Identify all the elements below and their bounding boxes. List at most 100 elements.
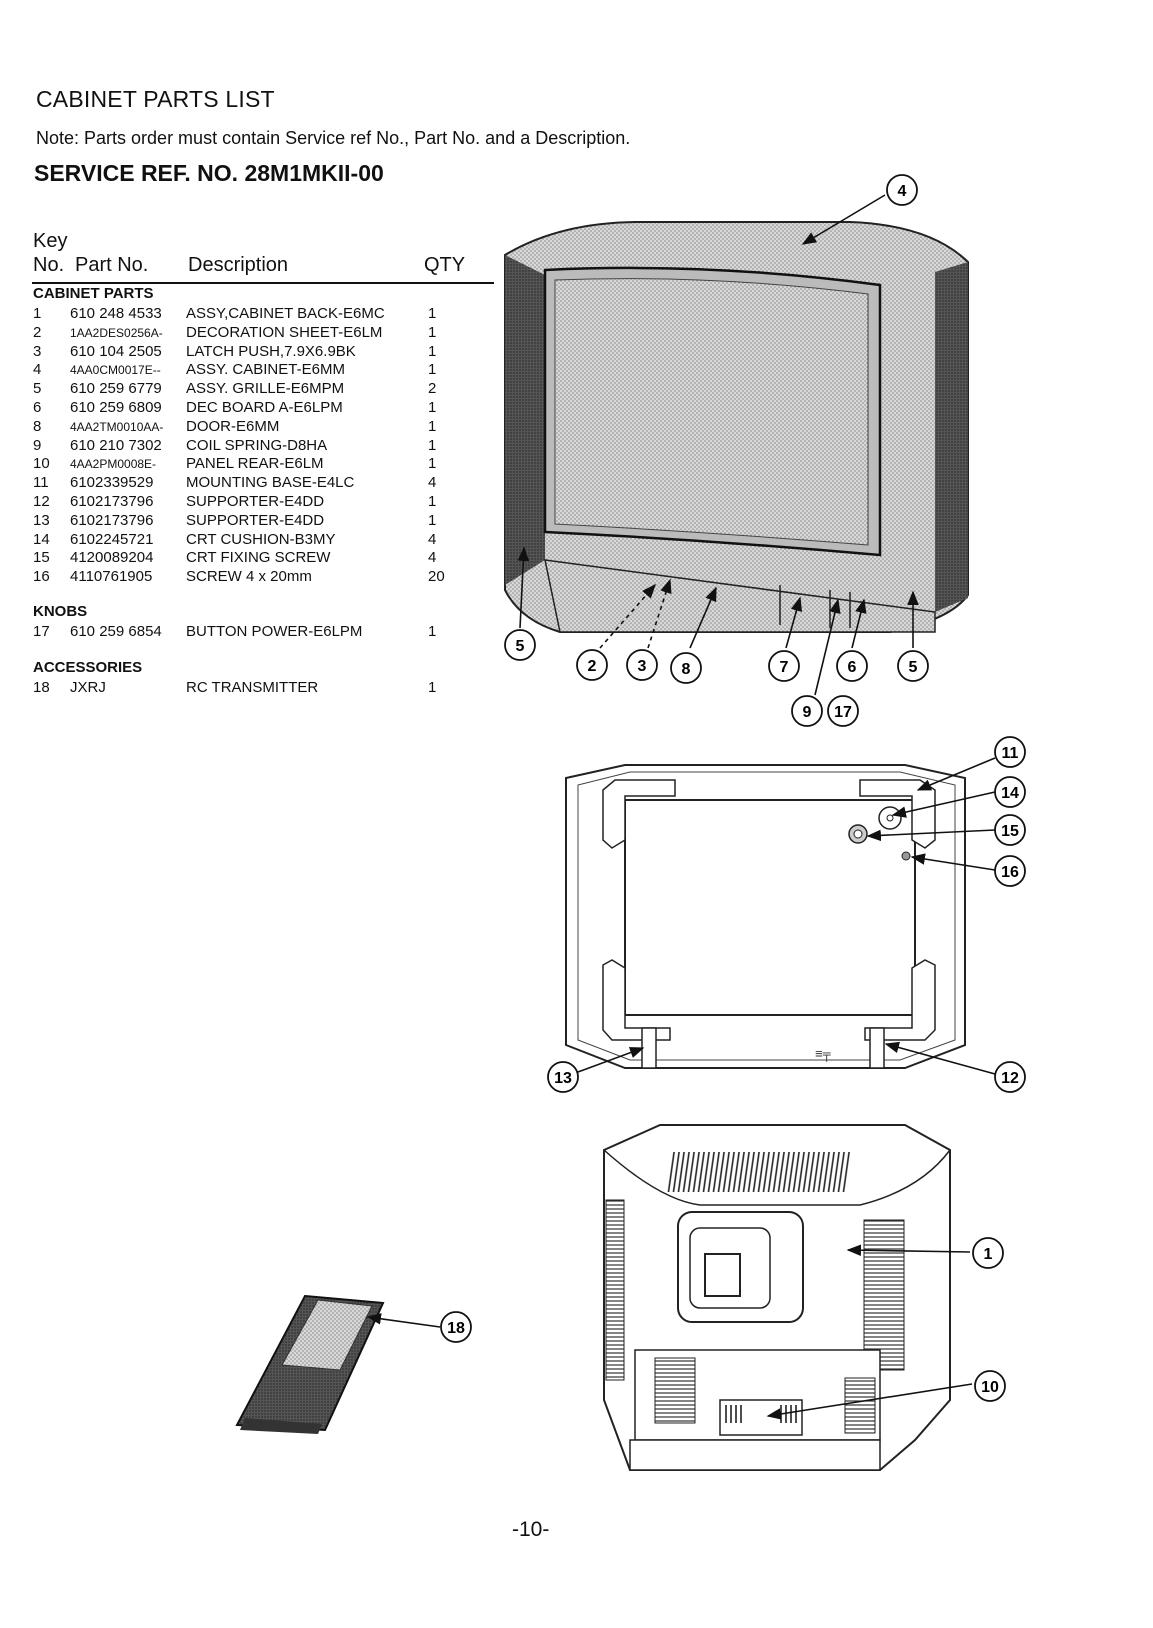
part-key: 10	[33, 455, 50, 473]
part-key: 13	[33, 511, 50, 529]
part-description: ASSY,CABINET BACK-E6MC	[186, 305, 385, 322]
svg-text:2: 2	[588, 658, 597, 675]
part-description: RC TRANSMITTER	[186, 679, 319, 696]
part-description: SCREW 4 x 20mm	[186, 568, 312, 586]
part-key: 11	[33, 474, 49, 492]
remote-illustration	[235, 1294, 385, 1434]
svg-text:15: 15	[1001, 823, 1019, 840]
part-number: 610 259 6809	[70, 399, 162, 416]
service-ref-title: SERVICE REF. NO. 28M1MKII-00	[34, 160, 384, 186]
callout: 14	[994, 776, 1026, 808]
svg-text:7: 7	[780, 659, 789, 676]
part-qty: 1	[428, 679, 437, 696]
svg-text:5: 5	[909, 659, 918, 676]
part-number: 4AA2PM0008E-	[70, 457, 157, 472]
part-key: 15	[33, 549, 50, 567]
part-qty: 1	[428, 305, 437, 322]
part-qty: 2	[428, 380, 437, 398]
part-key: 12	[33, 493, 50, 510]
part-description: DEC BOARD A-E6LPM	[186, 399, 343, 416]
part-qty: 1	[428, 417, 437, 435]
part-qty: 1	[428, 436, 437, 454]
part-number: 6102245721	[70, 530, 154, 548]
svg-text:3: 3	[638, 658, 647, 675]
callout: 13	[547, 1061, 579, 1093]
column-header-no: No.	[33, 254, 65, 276]
part-description: MOUNTING BASE-E4LC	[186, 474, 355, 492]
part-number: 6102173796	[70, 493, 154, 510]
callout-group: 4 5 2 3 8 7 6 5 9 17 11 14 15 16 13 12 1…	[440, 174, 1026, 1402]
part-key: 14	[33, 530, 50, 548]
part-qty: 1	[428, 623, 437, 640]
part-key: 18	[33, 679, 50, 696]
part-description: SUPPORTER-E4DD	[186, 493, 325, 510]
part-number: 1AA2DES0256A-	[70, 325, 163, 340]
svg-text:18: 18	[447, 1320, 465, 1337]
callout: 9	[791, 695, 823, 727]
part-qty: 1	[428, 399, 437, 416]
part-key: 4	[33, 361, 42, 379]
callout: 4	[886, 174, 918, 206]
tv-front-illustration	[504, 221, 969, 633]
part-number: 610 104 2505	[70, 342, 162, 360]
callout: 16	[994, 855, 1026, 887]
part-description: CRT CUSHION-B3MY	[186, 530, 336, 548]
part-qty: 1	[428, 361, 437, 379]
part-number: 610 210 7302	[70, 436, 162, 454]
part-description: LATCH PUSH,7.9X6.9BK	[186, 342, 356, 360]
order-note: Note: Parts order must contain Service r…	[36, 128, 631, 148]
svg-text:13: 13	[554, 1070, 572, 1087]
callout: 11	[994, 736, 1026, 768]
callout: 15	[994, 814, 1026, 846]
part-qty: 1	[428, 323, 437, 341]
svg-text:17: 17	[834, 704, 852, 721]
part-key: 6	[33, 399, 42, 416]
part-number: 6102339529	[70, 474, 154, 492]
part-description: DECORATION SHEET-E6LM	[186, 323, 383, 341]
part-key: 2	[33, 323, 42, 341]
part-qty: 1	[428, 455, 437, 473]
part-number: 4AA2TM0010AA-	[70, 419, 164, 434]
part-qty: 4	[428, 549, 437, 567]
callout: 10	[974, 1370, 1006, 1402]
part-qty: 1	[428, 342, 437, 360]
part-description: SUPPORTER-E4DD	[186, 511, 325, 529]
part-number: 4110761905	[70, 568, 153, 586]
section-title: CABINET PARTS	[33, 285, 154, 302]
part-description: BUTTON POWER-E6LPM	[186, 623, 363, 640]
svg-text:8: 8	[682, 661, 691, 678]
section-title: KNOBS	[33, 603, 88, 620]
part-description: PANEL REAR-E6LM	[186, 455, 324, 473]
callout: 5	[504, 629, 536, 661]
part-number: JXRJ	[70, 679, 106, 696]
callout: 18	[440, 1311, 472, 1343]
svg-text:9: 9	[803, 704, 812, 721]
part-key: 16	[33, 568, 50, 586]
part-key: 9	[33, 436, 42, 454]
rear-panel-illustration: ≡╤	[565, 764, 966, 1069]
column-header-description: Description	[188, 254, 289, 276]
column-header-part-no: Part No.	[75, 254, 149, 276]
page-heading: CABINET PARTS LIST	[36, 86, 275, 112]
part-description: CRT FIXING SCREW	[186, 549, 331, 567]
part-number: 610 248 4533	[70, 305, 162, 322]
callout: 7	[768, 650, 800, 682]
part-qty: 20	[428, 568, 445, 586]
column-header-qty: QTY	[424, 254, 466, 276]
section-title: ACCESSORIES	[33, 659, 143, 676]
part-description: ASSY. CABINET-E6MM	[186, 361, 345, 379]
callout: 2	[576, 649, 608, 681]
svg-text:16: 16	[1001, 864, 1019, 881]
callout: 3	[626, 649, 658, 681]
page-number: -10-	[512, 1518, 550, 1541]
part-description: DOOR-E6MM	[186, 417, 280, 435]
callout: 17	[827, 695, 859, 727]
part-description: COIL SPRING-D8HA	[186, 436, 328, 454]
part-description: ASSY. GRILLE-E6MPM	[186, 380, 345, 398]
tv-rear-illustration	[603, 1124, 951, 1471]
part-number: 610 259 6854	[70, 623, 162, 640]
svg-text:12: 12	[1001, 1070, 1019, 1087]
svg-text:14: 14	[1001, 785, 1019, 802]
part-number: 4120089204	[70, 549, 154, 567]
